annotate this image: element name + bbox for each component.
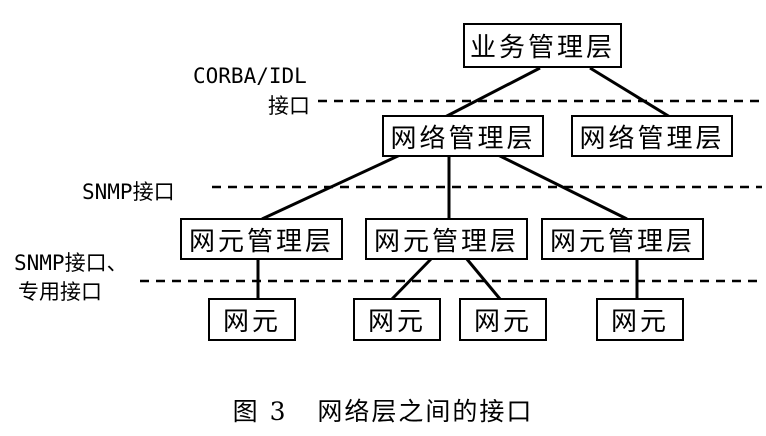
connector-network1-elementmgmt1 [261,153,401,221]
corba-interface-label: 接口 [268,94,310,118]
snmp-private-interface-label-1: SNMP接口、 [14,251,128,275]
element-management-layer-box-3: 网元管理层 [541,218,704,260]
network-element-box-2: 网元 [353,298,441,341]
connector-elementmgmt2-element3 [464,257,502,300]
snmp-interface-label: SNMP接口 [82,180,175,204]
corba-idl-label: CORBA/IDL [193,64,307,88]
snmp-private-interface-label-2: 专用接口 [18,280,102,304]
element-management-layer-box-1: 网元管理层 [180,218,343,260]
business-management-layer-box: 业务管理层 [463,23,622,68]
element-management-layer-box-2: 网元管理层 [365,218,528,260]
network-management-layer-box-1: 网络管理层 [382,115,544,157]
network-element-box-1: 网元 [208,298,296,341]
connector-network1-elementmgmt3 [497,153,628,221]
network-management-layer-box-2: 网络管理层 [571,115,733,157]
connector-business-network1 [444,66,541,119]
connector-business-network2 [589,66,671,119]
network-element-box-3: 网元 [459,298,547,341]
connector-elementmgmt2-element2 [390,256,434,301]
figure-caption: 图 3 网络层之间的接口 [232,397,534,426]
network-element-box-4: 网元 [596,298,684,341]
